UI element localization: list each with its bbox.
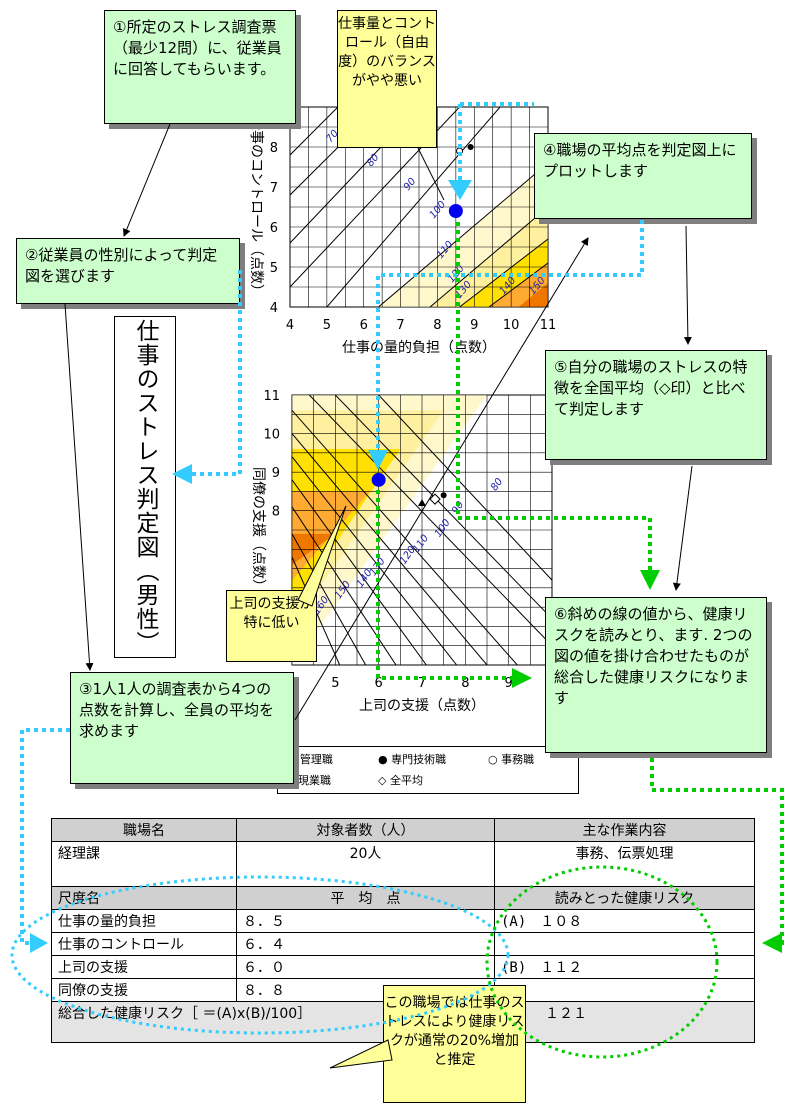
x-tick-label: 5	[331, 676, 339, 691]
header-risk: 読みとった健康リスク	[494, 886, 755, 910]
scale-average: ６．０	[236, 955, 495, 979]
table-header-row: 尺度名 平 均 点 読みとった健康リスク	[51, 886, 755, 910]
leader-line	[122, 123, 171, 237]
legend-office: ○ 事務職	[488, 753, 535, 766]
workplace-average-point	[371, 472, 386, 487]
green-arrowhead	[640, 570, 660, 590]
header-scale: 尺度名	[51, 886, 237, 910]
workplace-average-point	[448, 204, 463, 218]
header-work: 主な作業内容	[494, 818, 755, 842]
legend-engineer: ● 専門技術職	[378, 753, 447, 766]
diagram-title: 仕事のストレス判定図（男性）	[132, 319, 158, 655]
bottom-chart-note: 上司の支援が特に低い	[226, 590, 317, 662]
x-tick-label: 9	[505, 676, 513, 691]
table-header-row: 職場名 対象者数（人） 主な作業内容	[51, 818, 755, 842]
leader-line	[64, 303, 94, 671]
step3-callout: ③1人1人の調査表から4つの点数を計算し、全員の平均を求めます	[70, 672, 294, 784]
y-tick-label: 10	[263, 428, 280, 443]
diagram-title-box: 仕事のストレス判定図（男性）	[114, 316, 176, 658]
green-arrowhead	[762, 933, 782, 953]
y-tick-label: 8	[272, 505, 280, 520]
cell-work: 事務、伝票処理	[494, 841, 755, 887]
scale-average: ６．４	[236, 932, 495, 956]
x-tick-label: 8	[433, 318, 441, 333]
scale-name: 仕事のコントロール	[51, 932, 237, 956]
header-count: 対象者数（人）	[236, 818, 495, 842]
x-axis-label: 上司の支援（点数）	[359, 698, 485, 714]
y-axis-label: 仕事のコントロール（点数）	[248, 116, 264, 298]
scale-name: 上司の支援	[51, 955, 237, 979]
total-value: １２１	[494, 1001, 755, 1043]
chart-legend: ■ 管理職 ● 専門技術職 ○ 事務職 ▲ 現業職 ◇ 全平均	[277, 746, 579, 794]
table-row: 上司の支援 ６．０ (B) １１２	[51, 955, 755, 979]
x-tick-label: 5	[323, 318, 331, 333]
x-tick-label: 9	[470, 318, 478, 333]
step5-callout: ⑤自分の職場のストレスの特徴を全国平均（◇印）と比べて判定します	[545, 350, 767, 460]
office-point	[456, 147, 464, 155]
scale-risk	[494, 978, 755, 1002]
step4-callout: ④職場の平均点を判定図上にプロットします	[534, 133, 752, 219]
leader-line	[672, 465, 693, 591]
x-tick-label: 4	[286, 318, 294, 333]
scale-risk: (A) １０８	[494, 909, 755, 933]
leader-line	[683, 225, 692, 345]
x-tick-label: 8	[461, 676, 469, 691]
x-tick-label: 6	[375, 676, 383, 691]
y-tick-label: 4	[270, 301, 278, 316]
y-tick-label: 7	[270, 181, 278, 196]
scale-name: 仕事の量的負担	[51, 909, 237, 933]
table-row: 仕事のコントロール ６．４	[51, 932, 755, 956]
scale-average: ８．５	[236, 909, 495, 933]
header-average: 平 均 点	[236, 886, 495, 910]
risk-line	[290, 107, 339, 156]
y-tick-label: 8	[270, 141, 278, 156]
x-axis-label: 仕事の量的負担（点数）	[342, 340, 496, 356]
cell-count: 20人	[236, 841, 495, 887]
y-tick-label: 6	[270, 221, 278, 236]
x-tick-label: 11	[540, 318, 556, 333]
y-tick-label: 9	[272, 466, 280, 481]
scale-risk: (B) １１２	[494, 955, 755, 979]
result-note: この職場では仕事のストレスにより健康リスクが通常の20%増加と推定	[383, 985, 526, 1103]
x-tick-label: 7	[418, 676, 426, 691]
scale-risk	[494, 932, 755, 956]
x-tick-label: 10	[503, 318, 520, 333]
table-row: 経理課 20人 事務、伝票処理	[51, 841, 755, 887]
step2-callout: ②従業員の性別によって判定図を選びます	[16, 238, 240, 304]
top-chart-note: 仕事量とコントロール（自由度）のバランスがやや悪い	[337, 10, 437, 148]
scale-name: 同僚の支援	[51, 978, 237, 1002]
cyan-arrowhead	[30, 933, 48, 953]
engineer-point	[440, 492, 447, 499]
y-axis-label: 同僚の支援（点数）	[250, 467, 266, 593]
step6-callout: ⑥斜めの線の値から、健康リスクを読みとり、ます. 2つの図の値を掛け合わせたもの…	[545, 597, 767, 753]
engineer-point	[467, 144, 474, 150]
legend-field: ▲ 現業職	[286, 774, 331, 787]
x-tick-label: 7	[396, 318, 404, 333]
y-tick-label: 11	[263, 389, 280, 404]
legend-manager: ■ 管理職	[286, 753, 333, 766]
workplace-support-chart: 8090100110120130140150160170456789891011…	[250, 389, 553, 714]
table-row: 仕事の量的負担 ８．５ (A) １０８	[51, 909, 755, 933]
step1-callout: ①所定のストレス調査票（最少12問）に、従業員に回答してもらいます。	[104, 10, 296, 124]
header-workplace: 職場名	[51, 818, 237, 842]
y-tick-label: 5	[270, 261, 278, 276]
cell-workplace: 経理課	[51, 841, 237, 887]
legend-overall: ◇ 全平均	[378, 774, 423, 787]
x-tick-label: 6	[360, 318, 368, 333]
